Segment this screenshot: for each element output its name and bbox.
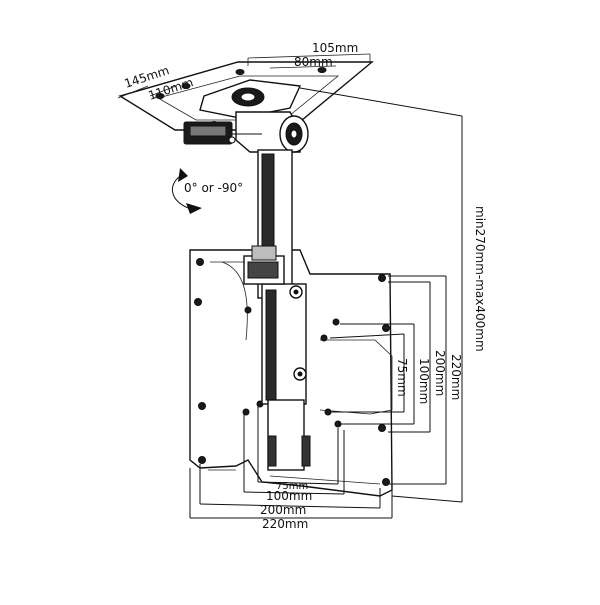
label-vesa-v-75: 75mm bbox=[395, 358, 409, 397]
vesa-holes bbox=[194, 258, 390, 486]
label-ceiling-width: 105mm bbox=[312, 41, 358, 55]
label-ceiling-inner-width: 80mm bbox=[294, 55, 333, 69]
label-vesa-v-220: 220mm bbox=[449, 354, 463, 400]
vertical-vesa-dimensions: 200mm 220mm 100mm 75mm bbox=[329, 275, 463, 485]
tilt-joint bbox=[183, 111, 309, 153]
label-vesa-v-100: 100mm bbox=[417, 358, 431, 404]
tilt-indicator: 0° or -90° bbox=[172, 168, 243, 214]
label-height-range: min270mm-max400mm bbox=[473, 206, 487, 352]
telescopic-arm bbox=[243, 149, 311, 471]
label-vesa-h-75: 75mm bbox=[276, 481, 308, 492]
label-vesa-h-200: 200mm bbox=[260, 503, 306, 517]
label-vesa-h-220: 220mm bbox=[262, 517, 308, 531]
label-vesa-h-100: 100mm bbox=[266, 489, 312, 503]
label-tilt: 0° or -90° bbox=[184, 181, 243, 195]
ceiling-plate bbox=[118, 61, 374, 131]
height-dimension: min270mm-max400mm bbox=[299, 87, 487, 503]
label-vesa-v-200: 200mm bbox=[433, 350, 447, 396]
horizontal-vesa-dimensions: 75mm 100mm 200mm 220mm bbox=[189, 404, 393, 531]
